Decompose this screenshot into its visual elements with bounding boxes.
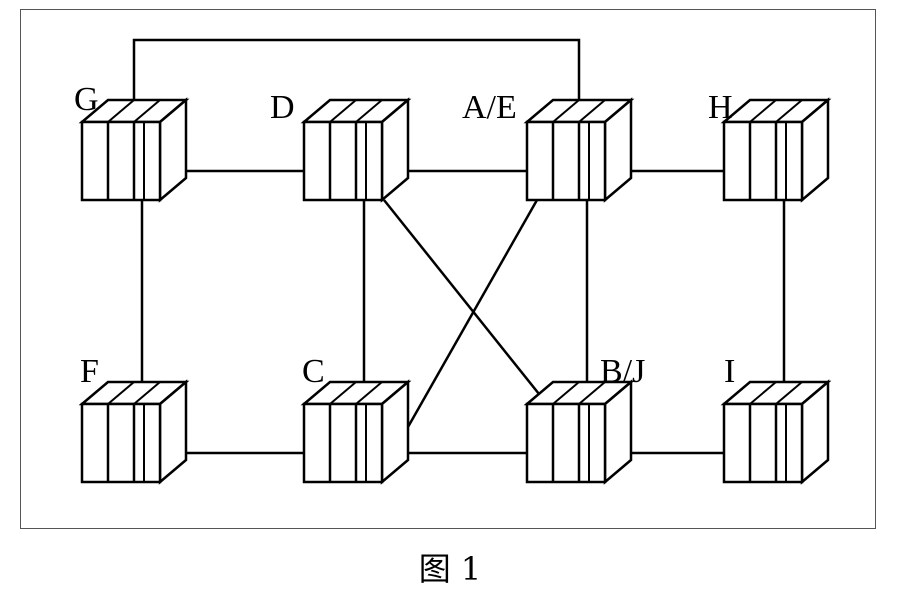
node-bj [523, 379, 635, 485]
labels-layer: G D A/E H F C B/J I [74, 81, 735, 390]
nodes-layer [78, 97, 832, 485]
edge-d-bj [383, 199, 548, 405]
node-label-ae: A/E [462, 89, 517, 126]
edges-layer [132, 38, 786, 455]
node-g [78, 97, 190, 203]
node-f [78, 379, 190, 485]
edge-g-ae [132, 38, 581, 122]
node-c [300, 379, 412, 485]
node-label-h: H [708, 89, 733, 126]
node-label-i: I [724, 353, 735, 390]
node-label-bj: B/J [600, 353, 645, 390]
node-label-f: F [80, 353, 99, 390]
figure-caption: 图 1 [418, 550, 482, 588]
node-label-d: D [270, 89, 295, 126]
node-label-c: C [302, 353, 325, 390]
node-ae [523, 97, 635, 203]
node-label-g: G [74, 81, 99, 118]
node-i [720, 379, 832, 485]
node-h [720, 97, 832, 203]
edge-ae-c [402, 199, 539, 435]
node-d [300, 97, 412, 203]
diagram-frame [20, 9, 876, 529]
